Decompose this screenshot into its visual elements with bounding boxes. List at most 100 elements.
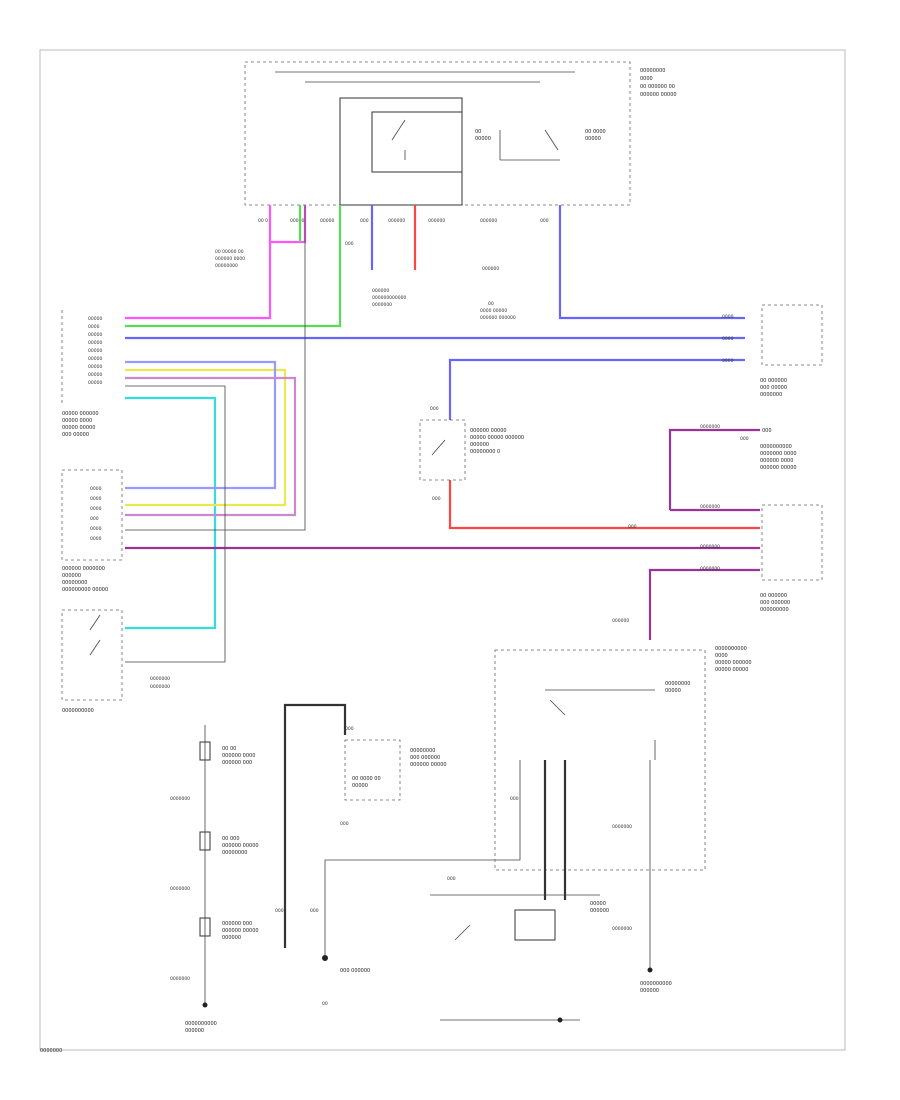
svg-text:000000: 000000 <box>372 288 389 294</box>
svg-text:0000000: 0000000 <box>700 504 720 510</box>
svg-text:000000 00000: 000000 00000 <box>410 762 447 768</box>
svg-text:00000 000000: 00000 000000 <box>715 660 752 666</box>
svg-text:000000 000: 000000 000 <box>222 760 252 766</box>
engine-switch: 0000000000 0000000 0000000 <box>61 609 170 714</box>
svg-text:000: 000 <box>275 908 284 914</box>
footer-code: 0000000 <box>40 1048 62 1054</box>
svg-text:0000: 0000 <box>90 496 102 502</box>
svg-text:00000: 00000 <box>352 783 368 789</box>
svg-text:00000000: 00000000 <box>640 68 665 74</box>
svg-text:00 000000 00: 00 000000 00 <box>640 84 675 90</box>
right-connector-top: 00 000000 000 00000 0000000 0000 0000 00… <box>722 304 823 398</box>
svg-text:000: 000 <box>360 218 369 224</box>
svg-text:00000: 00000 <box>475 136 491 142</box>
svg-text:000 00000: 000 00000 <box>760 385 787 391</box>
diagram-border <box>39 49 846 1051</box>
svg-text:000: 000 <box>310 908 319 914</box>
svg-text:00000: 00000 <box>88 364 102 370</box>
svg-text:000000: 000000 <box>640 988 659 994</box>
svg-text:00000000 0: 00000000 0 <box>470 449 500 455</box>
svg-text:000000 0000000: 000000 0000000 <box>62 566 105 572</box>
svg-text:000000: 000000 <box>480 218 497 224</box>
svg-text:000000: 000000 <box>612 618 629 624</box>
svg-text:0000000: 0000000 <box>612 926 632 932</box>
starter-relay-block: 00000000 00000 0000000000 0000 00000 000… <box>494 618 752 900</box>
svg-text:000000 00000: 000000 00000 <box>222 928 259 934</box>
right-module-mid: 000 0000000000 0000000 0000 000000 0000 … <box>700 424 797 471</box>
svg-text:00: 00 <box>322 1001 328 1007</box>
svg-text:0000000: 0000000 <box>372 302 392 308</box>
svg-text:0000000000: 0000000000 <box>760 444 792 450</box>
svg-text:0000000: 0000000 <box>170 976 190 982</box>
svg-text:000000: 000000 <box>388 218 405 224</box>
svg-text:00000000: 00000000 <box>222 850 247 856</box>
svg-text:00 000: 00 000 <box>222 836 240 842</box>
svg-text:00000000: 00000000 <box>665 681 690 687</box>
battery: 000 000000 00 000 000 <box>275 760 521 1007</box>
svg-text:000000: 000000 <box>590 908 609 914</box>
engine-control-module: 0000 0000 0000 000 0000 0000 000000 0000… <box>61 469 123 593</box>
wire-purple-right <box>668 428 760 512</box>
svg-text:0000000: 0000000 <box>150 684 170 690</box>
svg-text:000: 000 <box>340 821 349 827</box>
svg-text:00: 00 <box>475 129 481 135</box>
svg-text:00 000000: 00 000000 <box>760 378 787 384</box>
svg-text:00: 00 <box>488 301 494 307</box>
svg-text:0000000000: 0000000000 <box>62 708 94 714</box>
svg-text:00000 00000 000000: 00000 00000 000000 <box>470 435 524 441</box>
center-switch: 000000 00000 00000 00000 000000 000000 0… <box>419 406 524 502</box>
svg-text:00000 00000: 00000 00000 <box>715 667 748 673</box>
svg-text:000000 0000: 000000 0000 <box>760 458 793 464</box>
fuse-chain: 00 00 000000 0000 000000 000 00 000 0000… <box>170 725 259 1034</box>
svg-text:00 000000: 00 000000 <box>760 593 787 599</box>
svg-text:0000000000: 0000000000 <box>185 1021 217 1027</box>
wire-red <box>448 480 760 530</box>
svg-text:000: 000 <box>540 218 549 224</box>
svg-text:000: 000 <box>432 496 441 502</box>
svg-text:000000 00000: 000000 00000 <box>470 428 507 434</box>
svg-text:00000 00000: 00000 00000 <box>62 425 95 431</box>
wire-purple-bottom <box>648 568 760 640</box>
svg-text:000 000000: 000 000000 <box>340 968 370 974</box>
svg-text:0000000: 0000000 <box>700 566 720 572</box>
svg-text:00000: 00000 <box>88 356 102 362</box>
svg-text:0000000: 0000000 <box>170 796 190 802</box>
svg-text:0000000: 0000000 <box>150 676 170 682</box>
svg-text:0000: 0000 <box>640 76 653 82</box>
svg-text:0000000: 0000000 <box>760 392 782 398</box>
svg-text:00 00000 00: 00 00000 00 <box>215 249 244 255</box>
top-relay-box: 00000000 0000 00 000000 00 000000 00000 … <box>244 61 677 206</box>
svg-text:000000: 000000 <box>470 442 489 448</box>
svg-text:00000000: 00000000 <box>410 748 435 754</box>
svg-text:0000: 0000 <box>90 526 102 532</box>
svg-text:00000: 00000 <box>290 218 304 224</box>
svg-text:0000000000: 0000000000 <box>640 981 672 987</box>
svg-text:0000 00000: 0000 00000 <box>480 308 507 314</box>
svg-text:000: 000 <box>430 406 439 412</box>
svg-text:000000: 000000 <box>185 1028 204 1034</box>
svg-text:000 000000: 000 000000 <box>410 755 440 761</box>
svg-text:000000: 000000 <box>62 573 81 579</box>
svg-text:0000000: 0000000 <box>700 544 720 550</box>
svg-text:00000: 00000 <box>88 372 102 378</box>
svg-text:0000000 0000: 0000000 0000 <box>760 451 797 457</box>
svg-text:000: 000 <box>345 726 354 732</box>
svg-text:000000: 000000 <box>222 935 241 941</box>
svg-text:0000000: 0000000 <box>170 886 190 892</box>
svg-text:000000 00000: 000000 00000 <box>760 465 797 471</box>
svg-text:0000000: 0000000 <box>612 824 632 830</box>
svg-text:000 00000: 000 00000 <box>62 432 89 438</box>
starter-motor: 00000 000000 000 <box>430 876 609 1023</box>
svg-text:00 0: 00 0 <box>258 218 268 224</box>
wire-green <box>125 205 342 328</box>
svg-text:000 000000: 000 000000 <box>760 600 790 606</box>
svg-text:000000 000000: 000000 000000 <box>480 315 516 321</box>
svg-text:00000 0000: 00000 0000 <box>62 418 92 424</box>
svg-text:000000 0000: 000000 0000 <box>215 256 245 262</box>
svg-text:0000: 0000 <box>715 653 728 659</box>
svg-text:000: 000 <box>90 516 99 522</box>
svg-text:000000000 00000: 000000000 00000 <box>62 587 108 593</box>
wire-cyan <box>125 396 217 630</box>
wire-lavender <box>125 360 277 490</box>
